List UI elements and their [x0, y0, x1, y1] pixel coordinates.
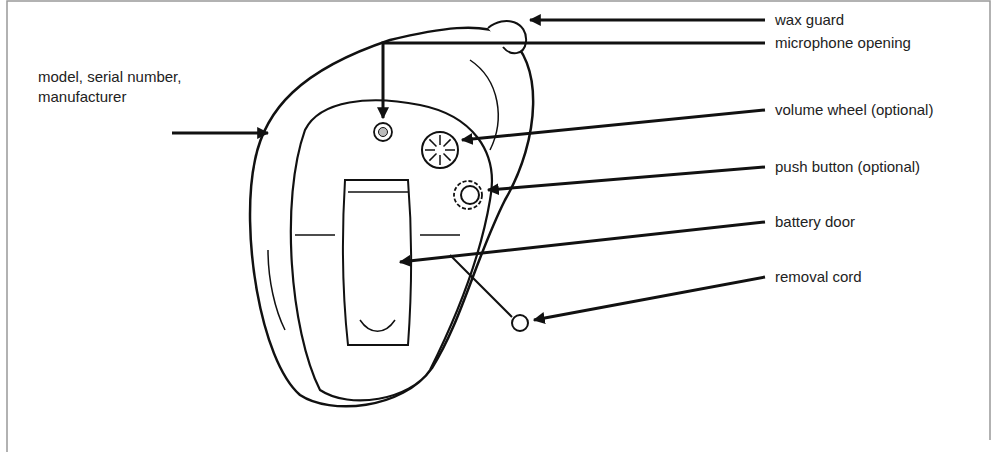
push-button	[461, 186, 479, 204]
door-edge	[348, 191, 408, 192]
knurl-stroke	[439, 155, 441, 165]
door-grip	[360, 320, 395, 331]
knurl-stroke	[429, 154, 436, 161]
leader-arrow	[400, 222, 765, 262]
microphone-opening	[374, 123, 392, 141]
microphone-port	[379, 128, 388, 137]
knurl-stroke	[444, 139, 451, 146]
wheel-knurl	[425, 135, 455, 165]
part-label: battery door	[775, 212, 855, 232]
shell-seam	[268, 250, 285, 330]
faceplate-line	[295, 234, 335, 236]
cord-knob	[512, 315, 528, 331]
knurl-stroke	[445, 149, 455, 151]
part-label: model, serial number, manufacturer	[38, 67, 203, 107]
knurl-stroke	[429, 139, 436, 146]
knurl-stroke	[425, 149, 435, 151]
faceplate-line	[420, 234, 460, 236]
knurl-stroke	[444, 154, 451, 161]
shell-outline	[250, 28, 533, 407]
leader-arrow	[488, 167, 765, 190]
faceplate	[291, 100, 492, 400]
leader-arrow	[172, 132, 268, 135]
frame	[7, 1, 990, 452]
part-label: microphone opening	[775, 33, 911, 53]
leader-arrow	[530, 19, 765, 22]
push-button-ring	[454, 181, 482, 209]
volume-wheel	[422, 132, 458, 168]
part-label: wax guard	[775, 10, 844, 30]
wax-guard	[488, 21, 526, 53]
part-label: volume wheel (optional)	[775, 100, 933, 120]
knurl-stroke	[439, 135, 441, 145]
leader-arrow	[462, 110, 765, 140]
removal-cord	[450, 255, 512, 317]
leader-arrow	[383, 43, 765, 118]
part-label: removal cord	[775, 267, 862, 287]
part-label: push button (optional)	[775, 157, 920, 177]
leader-arrow	[534, 277, 765, 320]
